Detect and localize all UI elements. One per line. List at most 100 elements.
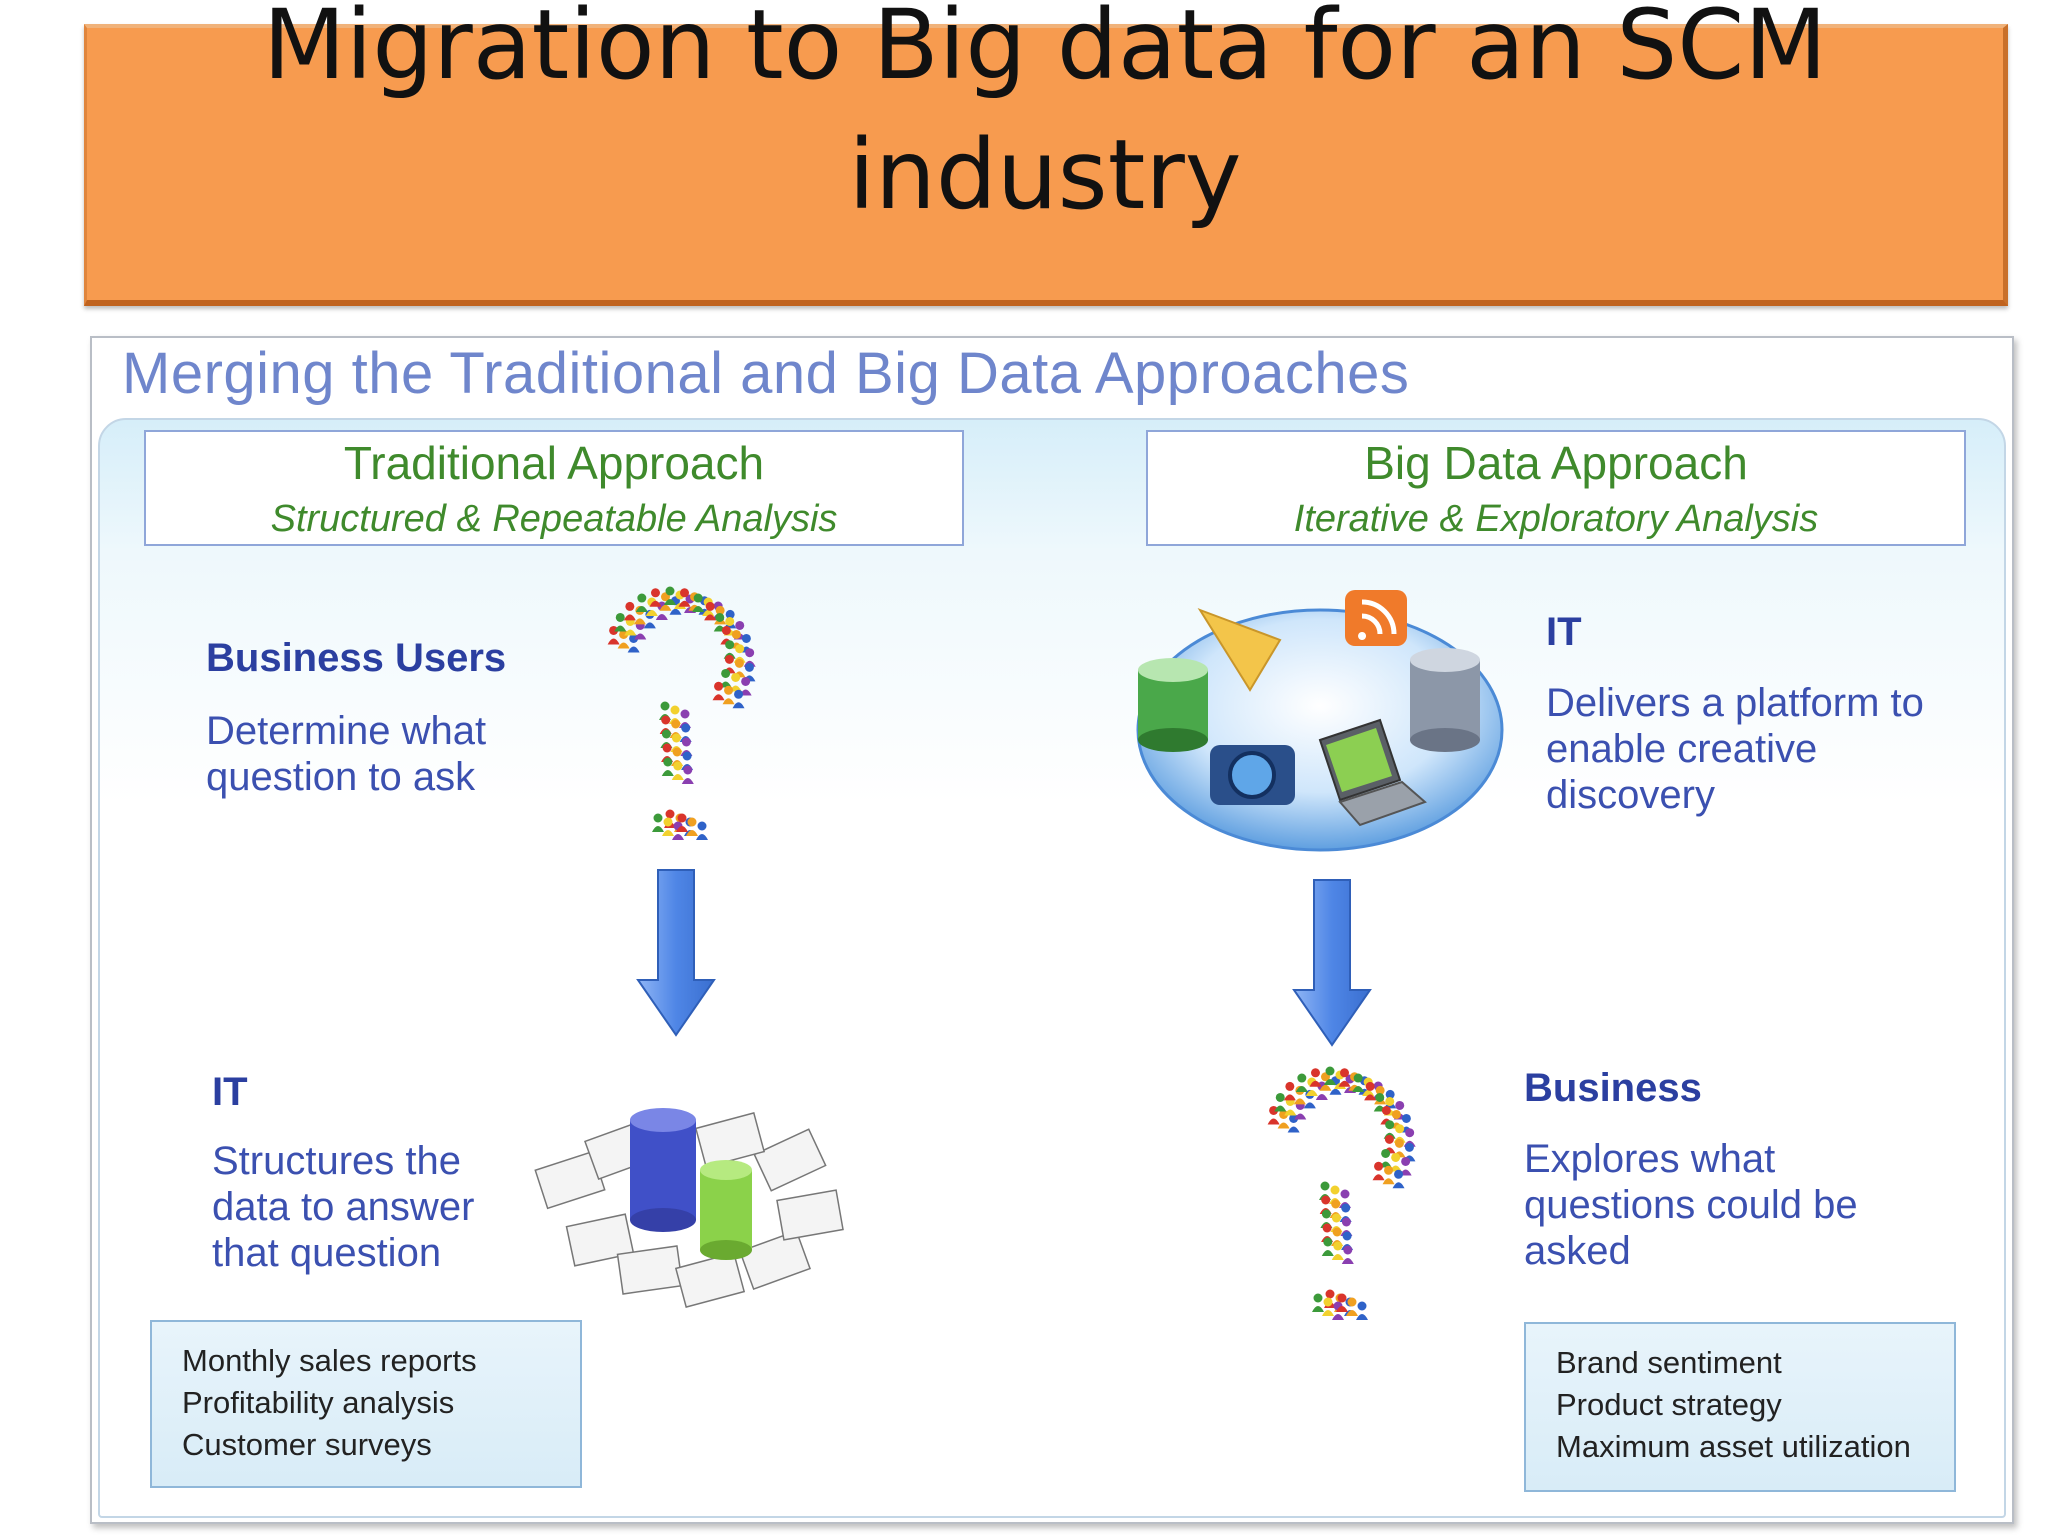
person-figure-head [1310, 1068, 1320, 1078]
person-figure-head [1404, 1142, 1414, 1152]
traditional-approach-box: Traditional Approach Structured & Repeat… [144, 430, 964, 546]
person-figure-head [735, 620, 745, 630]
people-question-mark-icon [607, 586, 756, 840]
person-figure-head [1269, 1105, 1279, 1115]
bigdata-approach-title: Big Data Approach [1364, 437, 1748, 489]
traditional-top-text-line: Determine what [206, 709, 487, 753]
person-figure [1324, 1079, 1336, 1085]
person-figure-head [682, 751, 692, 761]
person-figure [635, 606, 648, 613]
person-figure-head [1297, 1073, 1307, 1083]
person-figure [704, 614, 717, 621]
person-figure [1321, 1250, 1334, 1256]
bigdata-top-text: Delivers a platform to enable creative d… [1546, 680, 1924, 818]
person-figure [1331, 1254, 1344, 1260]
person-figure [1329, 1088, 1342, 1095]
person-figure-head [1385, 1120, 1395, 1130]
bigdata-bottom-text-line: questions could be [1524, 1183, 1858, 1227]
title-banner: Migration to Big data for an SCM industr… [84, 0, 2008, 306]
person-figure-head [1323, 1237, 1333, 1247]
traditional-bottom-text-line: that question [212, 1231, 442, 1275]
person-figure-head [653, 813, 663, 823]
person-figure-head [629, 633, 639, 643]
person-figure [692, 606, 705, 613]
bigdata-top-text-line: Delivers a platform to [1546, 681, 1924, 725]
person-figure-head [663, 817, 673, 827]
person-figure-head [1375, 1085, 1385, 1095]
person-figure-head [1342, 1231, 1352, 1241]
person-figure [696, 834, 708, 840]
person-figure-head [681, 723, 691, 733]
person-figure [1356, 1314, 1368, 1320]
person-figure-head [1353, 1073, 1363, 1083]
person-figure-head [1340, 1189, 1350, 1199]
person-figure-head [687, 817, 697, 827]
person-figure [655, 614, 668, 621]
person-figure-head [1323, 1297, 1333, 1307]
traditional-top-label: Business Users [206, 636, 507, 680]
traditional-top-text: Determine what question to ask [206, 708, 486, 800]
person-figure [1303, 1102, 1316, 1109]
person-figure [1392, 1182, 1405, 1189]
person-figure [678, 600, 691, 607]
person-figure [662, 830, 674, 836]
person-figure-head [734, 689, 744, 699]
traditional-example-item: Monthly sales reports [182, 1343, 477, 1378]
person-figure [645, 610, 658, 617]
person-figure-head [670, 705, 680, 715]
person-figure-head [681, 737, 691, 747]
person-figure [1332, 1314, 1344, 1320]
bigdata-bottom-text-line: Explores what [1524, 1137, 1776, 1181]
person-figure-head [1340, 1068, 1350, 1078]
person-figure-head [1313, 1293, 1323, 1303]
person-figure [661, 770, 674, 776]
person-figure-head [673, 761, 683, 771]
person-figure [1293, 1098, 1306, 1105]
person-figure-head [1333, 1241, 1343, 1251]
person-figure [1312, 1306, 1324, 1312]
person-figure [1372, 1174, 1385, 1181]
traditional-bottom-label: IT [212, 1070, 248, 1114]
traditional-approach-subtitle: Structured & Repeatable Analysis [270, 498, 838, 540]
person-figure [1277, 1122, 1290, 1129]
person-figure [1294, 1113, 1307, 1120]
person-figure-head [731, 672, 741, 682]
traditional-example-item: Profitability analysis [182, 1385, 455, 1420]
bigdata-example-item: Product strategy [1556, 1387, 1782, 1422]
person-figure-head [1331, 1199, 1341, 1209]
bigdata-bottom-text-line: asked [1524, 1229, 1631, 1273]
person-figure [1283, 1094, 1296, 1101]
person-figure-head [1395, 1124, 1405, 1134]
person-figure-head [734, 658, 744, 668]
person-figure-head [731, 629, 741, 639]
person-figure [1336, 1306, 1348, 1312]
person-figure [664, 599, 676, 605]
person-figure-head [745, 648, 755, 658]
person-figure [1295, 1086, 1308, 1093]
person-figure-head [680, 709, 690, 719]
person-figure-head [715, 605, 725, 615]
person-figure-head [683, 765, 693, 775]
person-figure-head [1337, 1293, 1347, 1303]
person-figure-head [1321, 1209, 1331, 1219]
person-figure-head [1321, 1195, 1331, 1205]
down-arrow-icon [636, 869, 716, 1037]
person-figure [686, 830, 698, 836]
person-figure-head [1385, 1089, 1395, 1099]
person-figure-head [1381, 1105, 1391, 1115]
database-documents-icon [534, 1108, 844, 1309]
person-figure [676, 826, 688, 832]
person-figure-head [1391, 1109, 1401, 1119]
person-figure-head [1341, 1203, 1351, 1213]
person-figure-head [1394, 1138, 1404, 1148]
person-figure-head [1391, 1152, 1401, 1162]
person-figure-head [1385, 1096, 1395, 1106]
people-question-mark-icon [1267, 1066, 1416, 1320]
person-figure-head [1401, 1156, 1411, 1166]
person-figure-head [1401, 1113, 1411, 1123]
person-figure-head [615, 612, 625, 622]
traditional-bottom-text-line: Structures the [212, 1139, 462, 1183]
person-figure-head [662, 743, 672, 753]
person-figure-head [1275, 1092, 1285, 1102]
person-figure-head [1341, 1217, 1351, 1227]
